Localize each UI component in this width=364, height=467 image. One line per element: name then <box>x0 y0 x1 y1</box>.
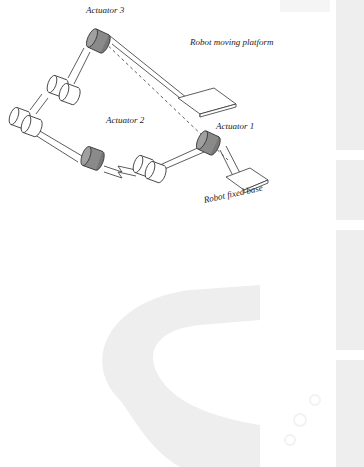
watermark <box>102 0 364 467</box>
actuator-label: Actuator 3 <box>86 6 124 16</box>
base-label: Robot fixed base <box>203 184 264 206</box>
watermark-bits <box>285 395 320 445</box>
actuator-label: Actuator 2 <box>106 116 144 126</box>
actuator-label: Actuator 1 <box>216 122 254 132</box>
platform-label: Robot moving platform <box>190 38 274 48</box>
